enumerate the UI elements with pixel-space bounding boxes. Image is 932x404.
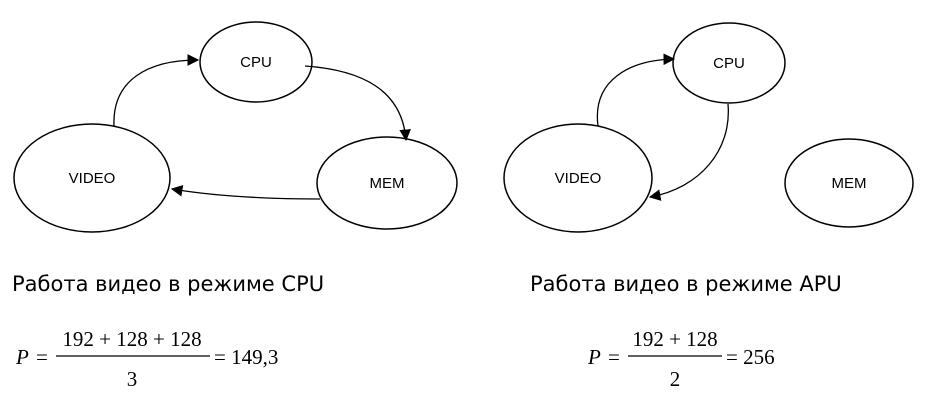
right-formula: P = 192 + 128 2 = 256 xyxy=(587,327,775,391)
left-mem-node xyxy=(316,136,458,230)
left-formula-denominator: 3 xyxy=(127,367,138,391)
left-caption: Работа видео в режиме CPU xyxy=(12,272,324,296)
left-formula-equals: = xyxy=(36,345,48,369)
left-cpu-label: CPU xyxy=(240,54,272,71)
right-mem-node xyxy=(784,138,914,228)
left-video-node xyxy=(13,123,171,233)
right-cpu-label: CPU xyxy=(713,55,745,72)
right-video-node xyxy=(503,123,653,233)
left-diagram: CPU VIDEO MEM Работа видео в режиме CPU … xyxy=(12,21,458,391)
right-formula-variable: P xyxy=(587,345,601,369)
left-arrow-mem-to-video xyxy=(170,184,321,200)
right-arrow-video-to-cpu xyxy=(596,53,676,127)
right-arrow-cpu-to-video xyxy=(648,103,729,201)
left-cpu-node xyxy=(199,21,313,103)
right-mem-label: MEM xyxy=(832,175,867,192)
right-formula-result: = 256 xyxy=(726,345,775,369)
left-formula-result: = 149,3 xyxy=(214,345,278,369)
right-video-label: VIDEO xyxy=(555,170,602,187)
left-formula: P = 192 + 128 + 128 3 = 149,3 xyxy=(15,327,278,391)
left-arrow-video-to-cpu xyxy=(113,54,200,127)
left-mem-label: MEM xyxy=(370,175,405,192)
right-formula-numerator: 192 + 128 xyxy=(632,327,717,351)
left-video-label: VIDEO xyxy=(69,170,116,187)
right-caption: Работа видео в режиме APU xyxy=(530,272,842,296)
left-formula-variable: P xyxy=(15,345,29,369)
left-formula-numerator: 192 + 128 + 128 xyxy=(62,327,201,351)
right-formula-equals: = xyxy=(608,345,620,369)
left-arrow-cpu-to-mem xyxy=(304,65,411,142)
right-diagram: CPU VIDEO MEM Работа видео в режиме APU … xyxy=(503,22,914,391)
right-formula-denominator: 2 xyxy=(670,367,681,391)
